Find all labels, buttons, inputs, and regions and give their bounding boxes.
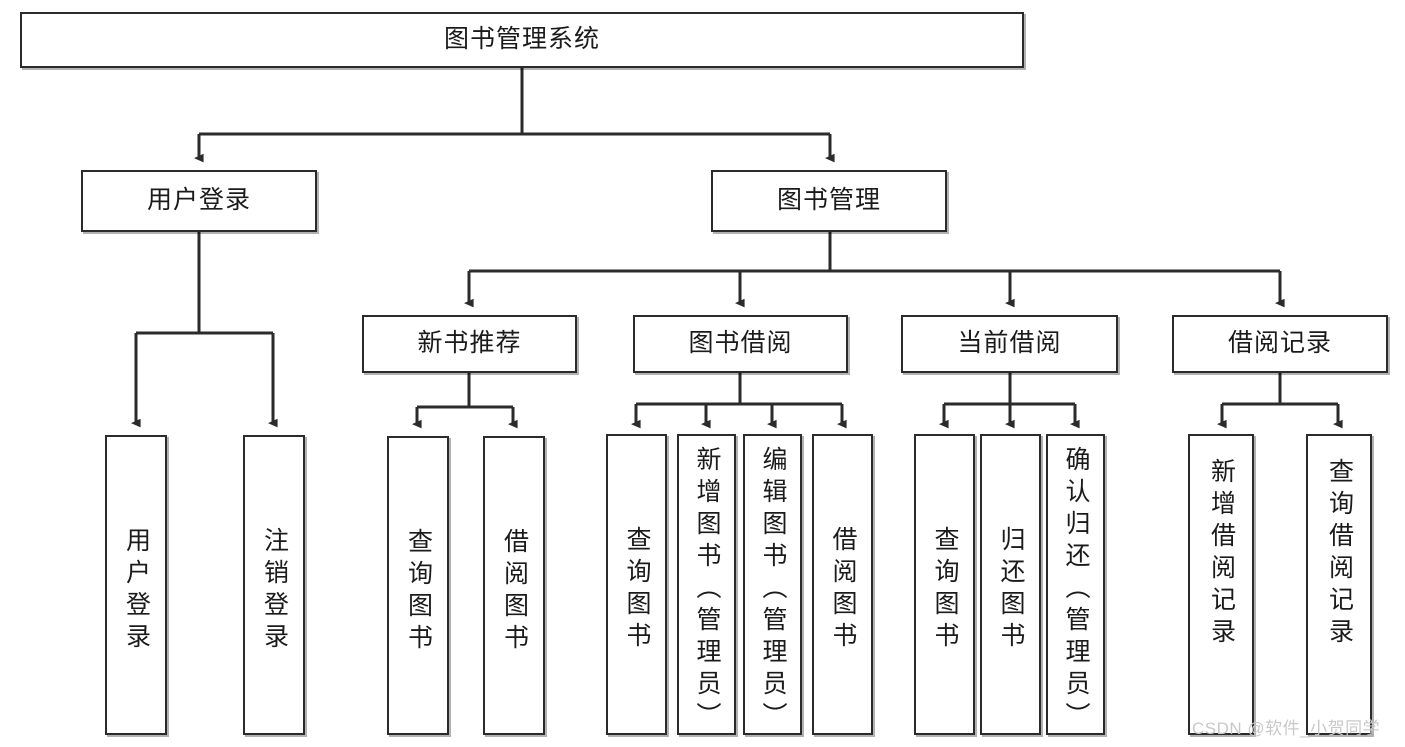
node-label: 归还图书 (997, 526, 1025, 654)
leaf-query-book-newbook[interactable]: 查询图书 (387, 436, 449, 735)
node-new-book-recommendation[interactable]: 新书推荐 (362, 315, 577, 373)
node-label: 查询图书 (931, 526, 959, 654)
node-label: 新增图书（管理员） (693, 446, 721, 734)
node-label: 注销登录 (260, 527, 289, 655)
node-root-book-management-system[interactable]: 图书管理系统 (20, 12, 1024, 68)
node-label: 用户登录 (122, 527, 151, 655)
node-user-login[interactable]: 用户登录 (81, 170, 317, 232)
node-book-management[interactable]: 图书管理 (711, 170, 947, 232)
node-label: 用户登录 (146, 186, 251, 215)
node-label: 新书推荐 (417, 329, 522, 358)
leaf-add-book-admin[interactable]: 新增图书（管理员） (677, 434, 736, 735)
leaf-user-login[interactable]: 用户登录 (105, 435, 167, 735)
node-label: 借阅记录 (1227, 329, 1332, 358)
leaf-logout-login[interactable]: 注销登录 (243, 435, 305, 735)
node-current-borrowing[interactable]: 当前借阅 (901, 315, 1118, 373)
node-label: 查询图书 (623, 526, 651, 654)
leaf-borrow-book-borrow[interactable]: 借阅图书 (812, 434, 873, 735)
node-label: 借阅图书 (500, 528, 529, 656)
node-label: 确认归还（管理员） (1062, 446, 1090, 734)
node-label: 图书借阅 (688, 329, 793, 358)
node-label: 新增借阅记录 (1207, 458, 1236, 650)
leaf-query-book-current[interactable]: 查询图书 (914, 434, 975, 735)
node-label: 图书管理 (776, 186, 881, 215)
leaf-confirm-return-admin[interactable]: 确认归还（管理员） (1046, 434, 1105, 735)
leaf-query-book-borrow[interactable]: 查询图书 (606, 434, 667, 735)
node-label: 编辑图书（管理员） (759, 446, 787, 734)
leaf-add-borrow-record[interactable]: 新增借阅记录 (1188, 434, 1254, 735)
node-book-borrowing[interactable]: 图书借阅 (633, 315, 848, 373)
leaf-edit-book-admin[interactable]: 编辑图书（管理员） (743, 434, 802, 735)
leaf-borrow-book-newbook[interactable]: 借阅图书 (483, 436, 545, 735)
leaf-query-borrow-record[interactable]: 查询借阅记录 (1306, 434, 1372, 735)
node-label: 借阅图书 (829, 526, 857, 654)
node-label: 图书管理系统 (443, 25, 600, 54)
node-label: 当前借阅 (957, 329, 1062, 358)
leaf-return-book[interactable]: 归还图书 (980, 434, 1041, 735)
node-borrowing-record[interactable]: 借阅记录 (1172, 315, 1388, 373)
node-label: 查询借阅记录 (1325, 458, 1354, 650)
node-label: 查询图书 (404, 528, 433, 656)
